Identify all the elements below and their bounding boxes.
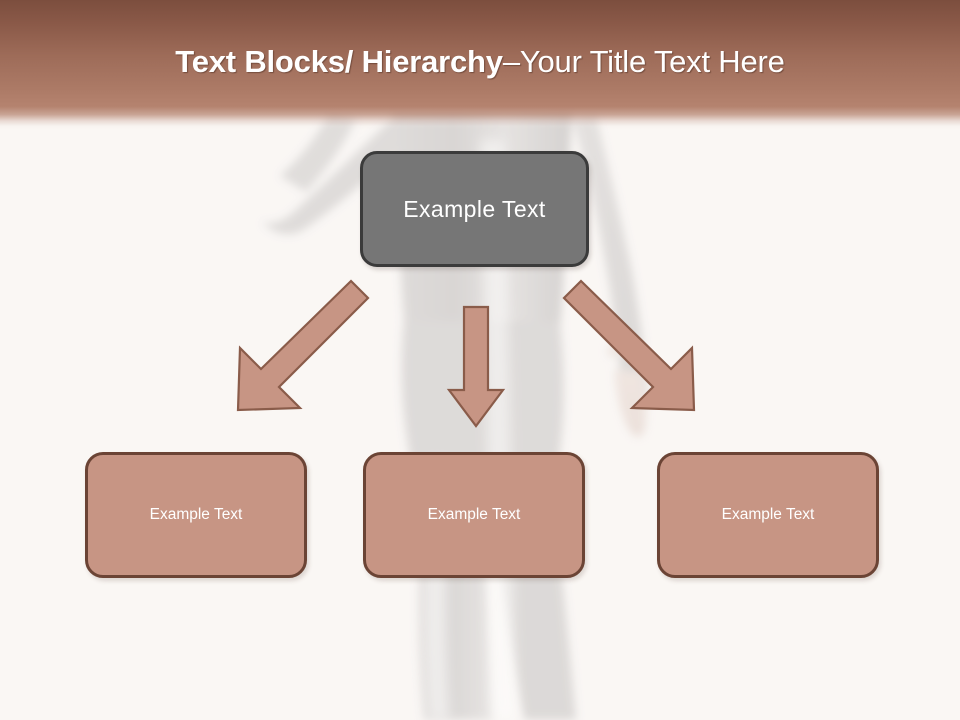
hierarchy-child-box-3[interactable]: Example Text	[657, 452, 879, 578]
page-title-bold: Text Blocks/ Hierarchy	[175, 44, 503, 79]
hierarchy-child-box-2[interactable]: Example Text	[363, 452, 585, 578]
hierarchy-child-box-1[interactable]: Example Text	[85, 452, 307, 578]
page-title-separator: –	[502, 44, 520, 79]
title-banner	[0, 0, 960, 130]
page-title-light: Your Title Text Here	[519, 44, 785, 79]
hierarchy-child-label-2: Example Text	[427, 506, 521, 523]
hierarchy-root-label: Example Text	[403, 195, 546, 222]
hierarchy-root-box[interactable]: Example Text	[360, 151, 589, 267]
hierarchy-child-label-3: Example Text	[721, 506, 815, 523]
hierarchy-child-label-1: Example Text	[149, 506, 243, 523]
page-title: Text Blocks/ Hierarchy – Your Title Text…	[0, 0, 960, 112]
